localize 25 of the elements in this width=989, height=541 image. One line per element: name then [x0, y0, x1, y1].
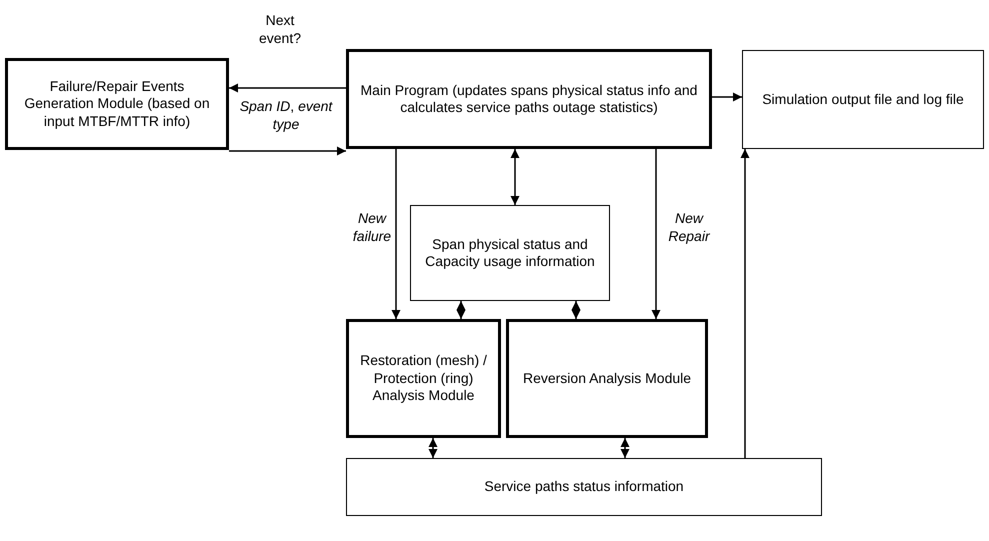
arrow	[712, 92, 742, 102]
arrow	[229, 84, 346, 92]
box-text: Simulation output file and log file	[762, 90, 964, 108]
box-text: Span physical status and Capacity usage information	[424, 236, 596, 270]
box-text: Service paths status information	[484, 478, 684, 496]
process-box	[346, 319, 501, 438]
box-text: Main Program (updates spans physical status info and calculates service paths outage statistics)	[360, 82, 698, 116]
box-text: Restoration (mesh) / Protection (ring) Analysis Module	[359, 352, 488, 405]
arrow	[510, 149, 520, 205]
process-box	[742, 50, 984, 149]
box-text: Reversion Analysis Module	[522, 370, 692, 388]
arrow	[740, 149, 750, 458]
process-box	[5, 58, 229, 150]
arrow	[428, 438, 438, 458]
arrow	[229, 146, 346, 156]
arrow	[572, 301, 580, 319]
arrow	[392, 149, 400, 319]
process-box	[346, 49, 712, 149]
process-box	[346, 458, 822, 516]
arrow	[652, 149, 660, 319]
arrow	[620, 438, 630, 458]
process-box	[506, 319, 708, 438]
arrow	[456, 301, 466, 319]
box-text: Failure/Repair Events Generation Module (based on input MTBF/MTTR info)	[23, 78, 211, 130]
process-box	[410, 205, 610, 301]
